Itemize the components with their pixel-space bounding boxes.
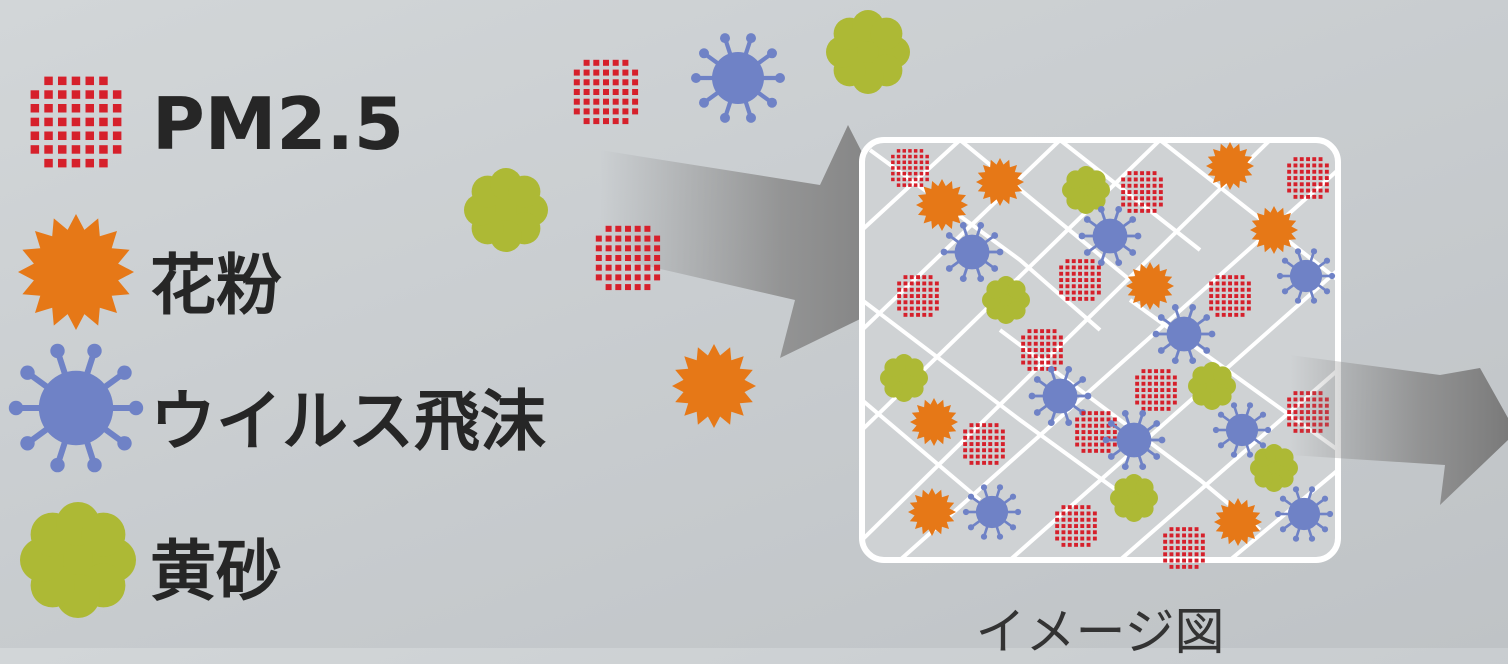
trapped-pollen-particle (1206, 142, 1254, 190)
trapped-virus-particle (1028, 366, 1092, 426)
trapped-sand-particle (1188, 362, 1236, 410)
filter-diagram: PM2.5 花粉 ウイルス飛沫 黄砂 イメージ図 (8, 10, 1508, 661)
trapped-pollen-particle (910, 398, 958, 446)
trapped-pm25-particle (891, 149, 929, 187)
trapped-particles (880, 142, 1336, 569)
trapped-pm25-particle (963, 423, 1005, 465)
trapped-virus-particle (962, 484, 1022, 540)
trapped-sand-particle (880, 354, 929, 402)
pm25-icon (30, 76, 122, 168)
trapped-virus-particle (1212, 402, 1272, 458)
trapped-virus-particle (1274, 486, 1334, 542)
free-sand-particle (464, 168, 548, 252)
outgoing-arrow (1290, 355, 1508, 505)
incoming-particles (464, 10, 910, 428)
sand-icon (20, 502, 136, 618)
trapped-pm25-particle (1163, 527, 1205, 569)
free-virus-particle (691, 33, 785, 123)
trapped-pollen-particle (1214, 498, 1262, 546)
free-pm25-particle (595, 225, 661, 291)
trapped-sand-particle (1250, 444, 1298, 492)
free-pm25-particle (573, 59, 639, 125)
legend-icons (8, 76, 144, 618)
trapped-pm25-particle (1209, 275, 1251, 317)
legend-label-virus: ウイルス飛沫 (150, 383, 546, 460)
trapped-pollen-particle (916, 179, 968, 231)
trapped-pm25-particle (1059, 259, 1101, 301)
trapped-sand-particle (1110, 474, 1158, 522)
pollen-icon (18, 214, 134, 330)
image-caption: イメージ図 (975, 603, 1225, 661)
trapped-pm25-particle (1121, 171, 1163, 213)
trapped-pm25-particle (1021, 329, 1063, 371)
free-pollen-particle (672, 344, 756, 428)
trapped-pm25-particle (1287, 157, 1329, 199)
trapped-pollen-particle (976, 158, 1024, 206)
trapped-pollen-particle (1250, 206, 1298, 254)
filter-panel (859, 137, 1341, 569)
trapped-pollen-particle (1126, 262, 1174, 310)
incoming-arrow (600, 125, 930, 358)
trapped-pm25-particle (1055, 505, 1097, 547)
trapped-pm25-particle (1135, 369, 1177, 411)
trapped-pm25-particle (897, 275, 939, 317)
trapped-pollen-particle (908, 488, 956, 536)
free-sand-particle (826, 10, 910, 94)
legend-label-pollen: 花粉 (150, 247, 282, 324)
trapped-virus-particle (1276, 248, 1336, 304)
diagram-canvas (8, 10, 1508, 618)
trapped-virus-particle (1102, 410, 1166, 470)
trapped-sand-particle (1062, 166, 1110, 214)
legend-label-sand: 黄砂 (150, 533, 282, 610)
legend-label-pm25: PM2.5 (152, 82, 404, 166)
trapped-virus-particle (1078, 206, 1142, 266)
trapped-virus-particle (940, 222, 1004, 282)
trapped-virus-particle (1152, 304, 1216, 364)
trapped-sand-particle (982, 276, 1030, 324)
virus-icon (8, 343, 144, 473)
